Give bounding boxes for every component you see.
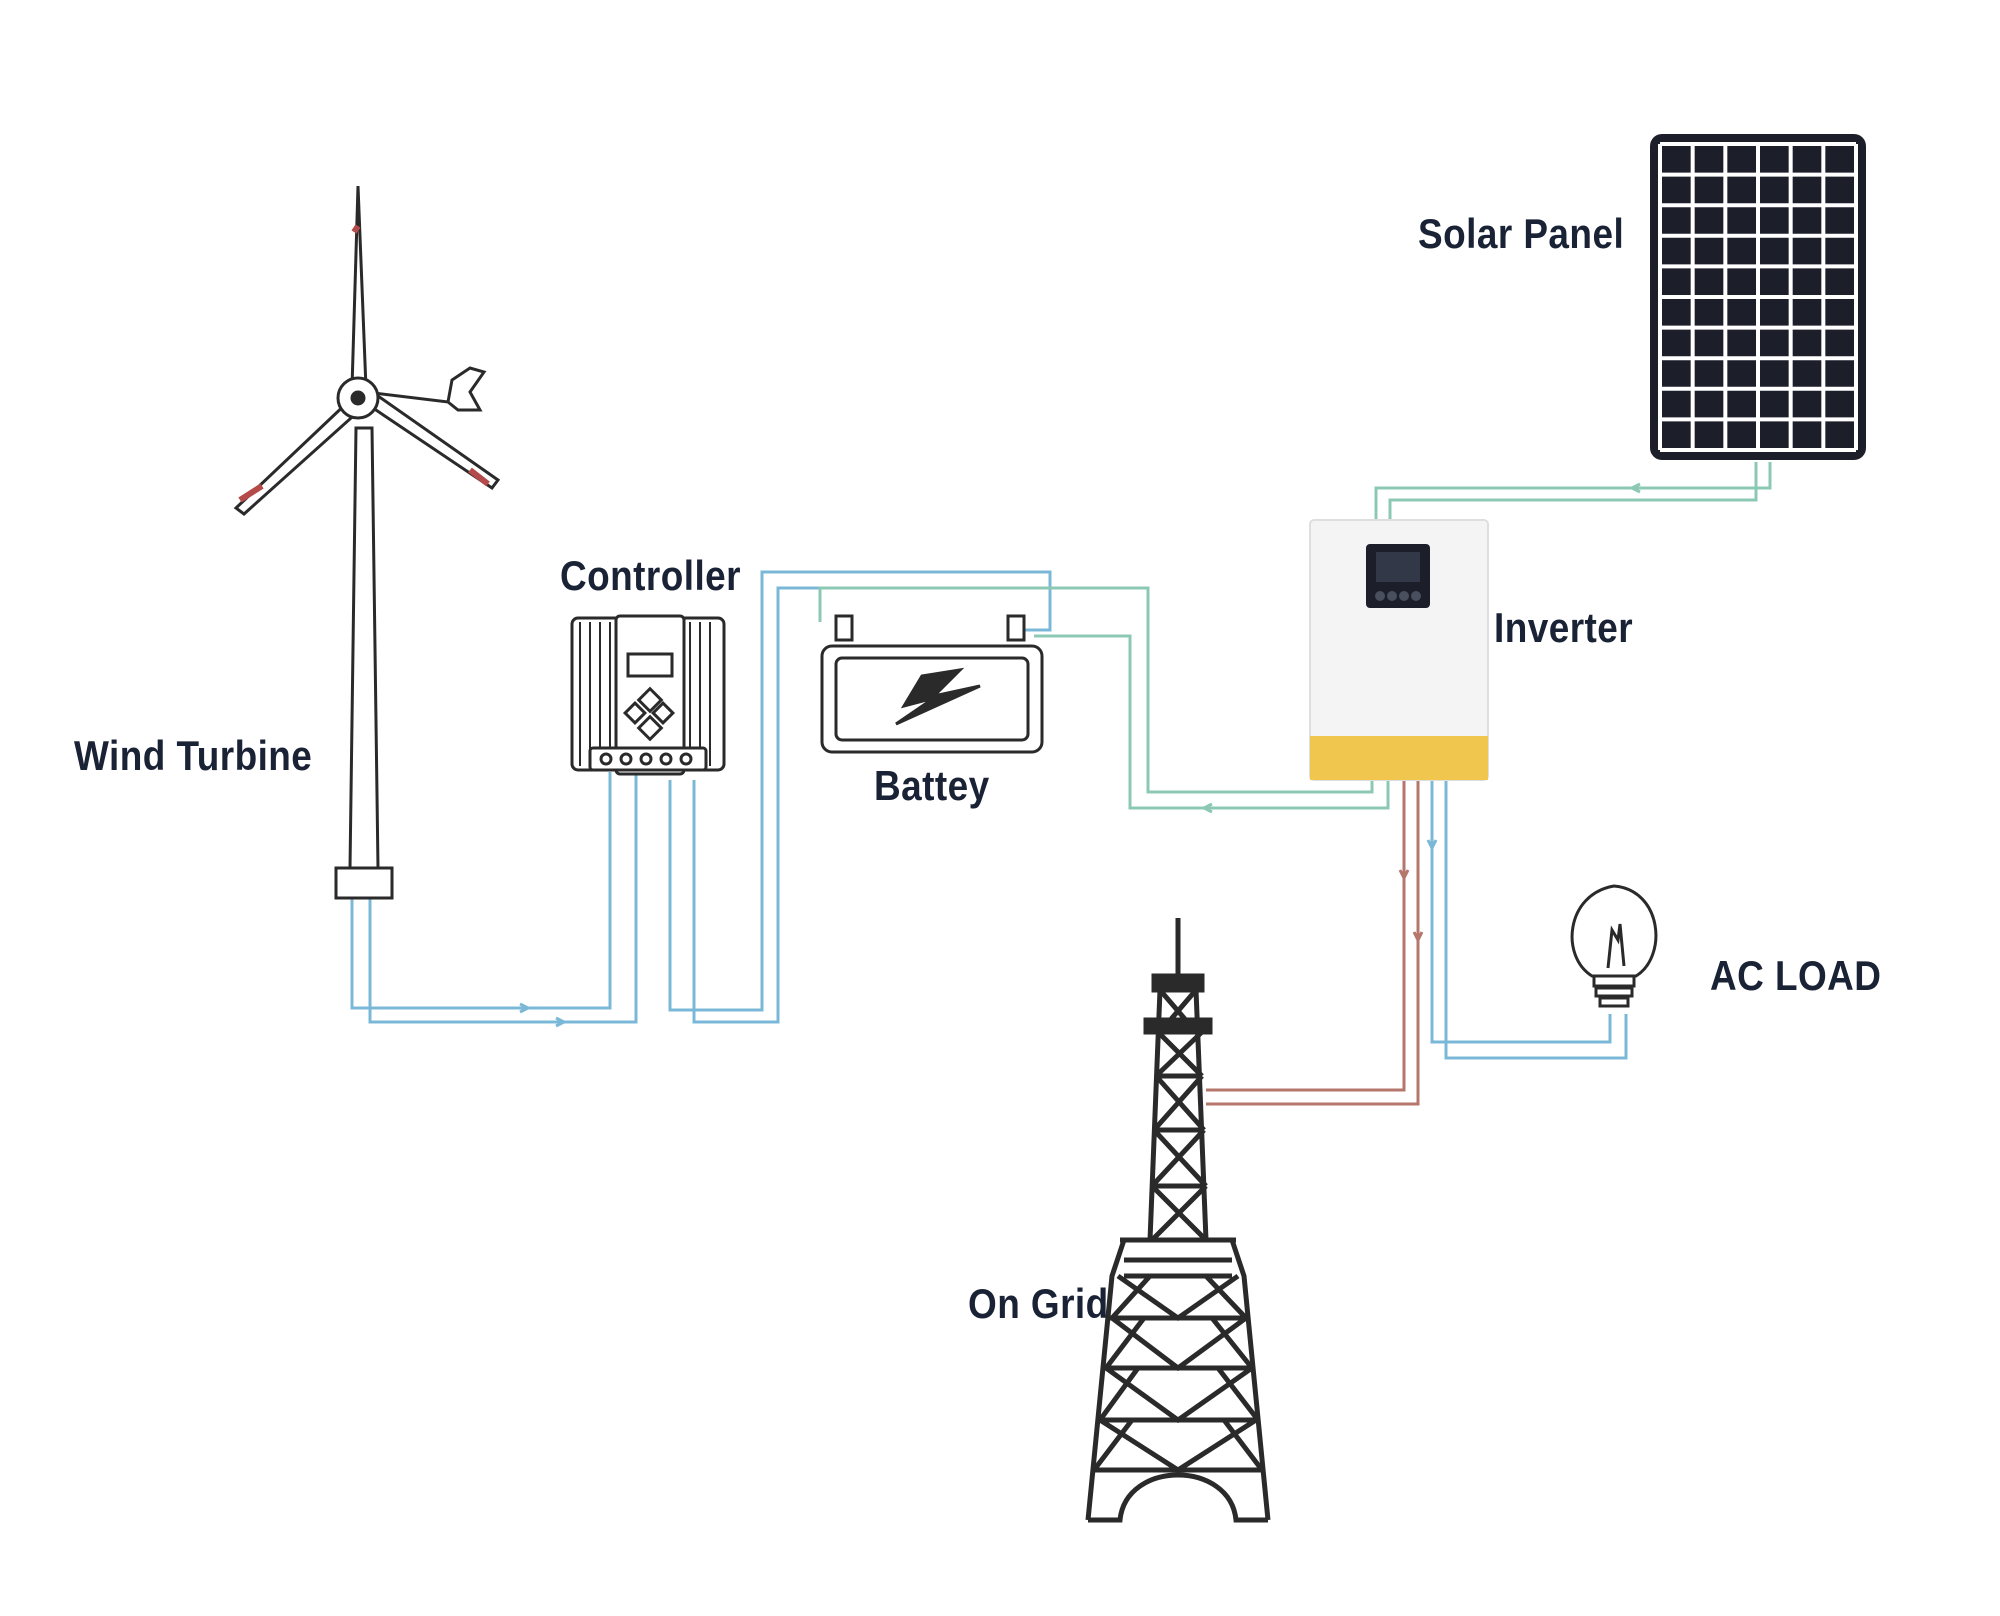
wire-inverter-load-2	[1444, 780, 1628, 1060]
flow-arrow	[1412, 931, 1424, 944]
light-bulb-icon	[1570, 884, 1658, 1008]
flow-arrow	[1628, 482, 1641, 494]
flow-arrow	[1398, 869, 1410, 882]
label-inverter: Inverter	[1494, 604, 1634, 651]
wire-solar-inverter-2	[1388, 462, 1758, 520]
wire-turbine-controller-2	[368, 772, 638, 1024]
solar-panel-icon	[1650, 134, 1866, 460]
flow-arrow	[1200, 802, 1213, 814]
flow-arrow	[555, 1016, 568, 1028]
label-ac-load: AC LOAD	[1710, 952, 1882, 999]
flow-arrow	[519, 1002, 532, 1014]
wind-turbine-icon	[233, 185, 501, 900]
wire-inverter-grid-2	[1206, 780, 1420, 1106]
wire-inverter-load-1	[1430, 780, 1612, 1044]
inverter-icon	[1309, 519, 1489, 781]
charge-controller-icon	[570, 614, 726, 776]
label-controller: Controller	[560, 552, 741, 599]
wire-battery-inverter-2	[1034, 634, 1390, 810]
wire-controller-battery-1	[668, 570, 1052, 1012]
label-solar-panel: Solar Panel	[1418, 210, 1625, 257]
label-on-grid: On Grid	[968, 1280, 1109, 1327]
wire-solar-inverter-1	[1374, 462, 1772, 520]
wire-battery-inverter-1	[818, 586, 1374, 794]
label-battery: Battey	[874, 762, 990, 809]
flow-arrow	[1426, 839, 1438, 852]
wires	[350, 462, 1772, 1106]
wire-inverter-grid-1	[1206, 780, 1406, 1092]
transmission-tower-icon	[1085, 918, 1271, 1523]
wire-turbine-controller-1	[350, 772, 612, 1010]
battery-icon	[820, 614, 1044, 754]
label-wind-turbine: Wind Turbine	[74, 732, 313, 779]
